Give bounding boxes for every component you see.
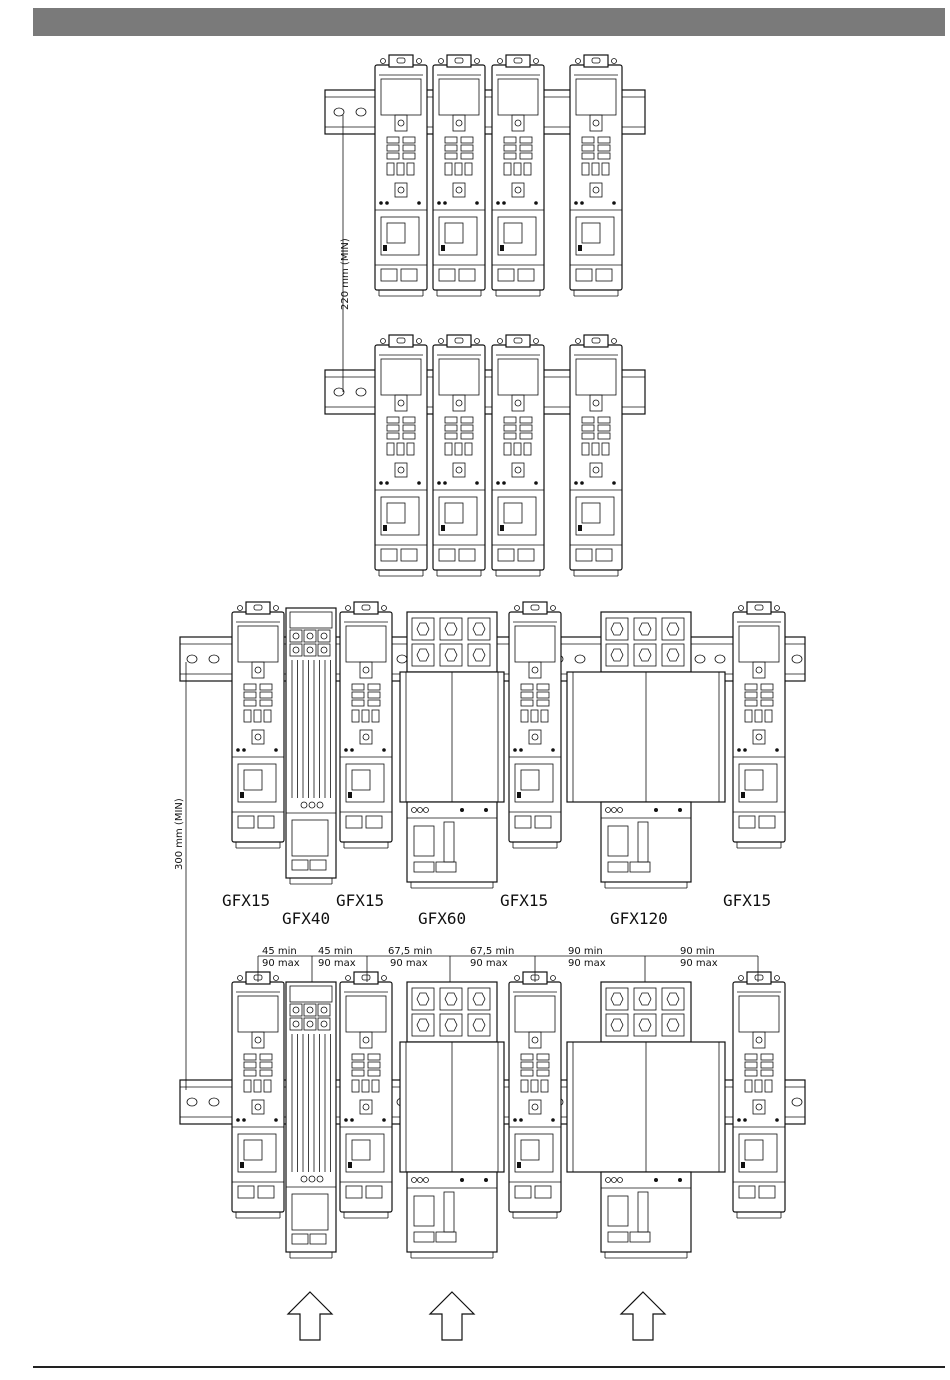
gfx15-low-2 [340, 972, 392, 1218]
dim-6-min: 90 min [680, 946, 715, 957]
airflow-arrow-1 [288, 1292, 332, 1340]
airflow-arrow-3 [621, 1292, 665, 1340]
dim-4-max: 90 max [470, 958, 508, 969]
gfx40-low [286, 982, 336, 1258]
dim-2-min: 45 min [318, 946, 353, 957]
dim-5-min: 90 min [568, 946, 603, 957]
model-label-1: GFX15 [222, 891, 270, 910]
footer-rule [33, 1366, 945, 1368]
dim-5-max: 90 max [568, 958, 606, 969]
dim-1-min: 45 min [262, 946, 297, 957]
gfx40-mid [286, 608, 336, 884]
gfx15-mid-2 [340, 602, 392, 848]
model-label-5: GFX15 [500, 891, 548, 910]
gfx15-mid-1 [232, 602, 284, 848]
model-label-7: GFX15 [723, 891, 771, 910]
airflow-arrow-2 [430, 1292, 474, 1340]
gfx15-top-row1-1 [375, 55, 427, 296]
gfx15-top-row2-1 [375, 335, 427, 576]
dim-2-max: 90 max [318, 958, 356, 969]
gfx15-top-row1-4 [570, 55, 622, 296]
gfx15-low-1 [232, 972, 284, 1218]
gfx15-top-row2-3 [492, 335, 544, 576]
dim-1-max: 90 max [262, 958, 300, 969]
bottom-spacing-label: 300 mm (MIN) [174, 798, 185, 870]
gfx15-top-row2-4 [570, 335, 622, 576]
middle-mounting-group [180, 602, 805, 888]
dim-3-max: 90 max [390, 958, 428, 969]
gfx15-top-row1-3 [492, 55, 544, 296]
model-label-3: GFX15 [336, 891, 384, 910]
dim-6-max: 90 max [680, 958, 718, 969]
gfx15-top-row2-2 [433, 335, 485, 576]
dim-4-min: 67,5 min [470, 946, 514, 957]
dim-3-min: 67,5 min [388, 946, 432, 957]
gfx15-mid-3 [509, 602, 561, 848]
gfx60-mid [400, 612, 504, 888]
gfx15-low-3 [509, 972, 561, 1218]
model-label-6: GFX120 [610, 909, 668, 928]
top-mounting-group [325, 55, 645, 576]
airflow-arrows [288, 1292, 665, 1340]
gfx15-mid-4 [733, 602, 785, 848]
gfx15-low-4 [733, 972, 785, 1218]
gfx60-low [400, 982, 504, 1258]
gfx120-low [567, 982, 725, 1258]
model-label-4: GFX60 [418, 909, 466, 928]
lower-mounting-group [180, 972, 805, 1258]
model-label-2: GFX40 [282, 909, 330, 928]
gfx15-top-row1-2 [433, 55, 485, 296]
top-spacing-label: 220 mm (MIN) [340, 238, 351, 310]
